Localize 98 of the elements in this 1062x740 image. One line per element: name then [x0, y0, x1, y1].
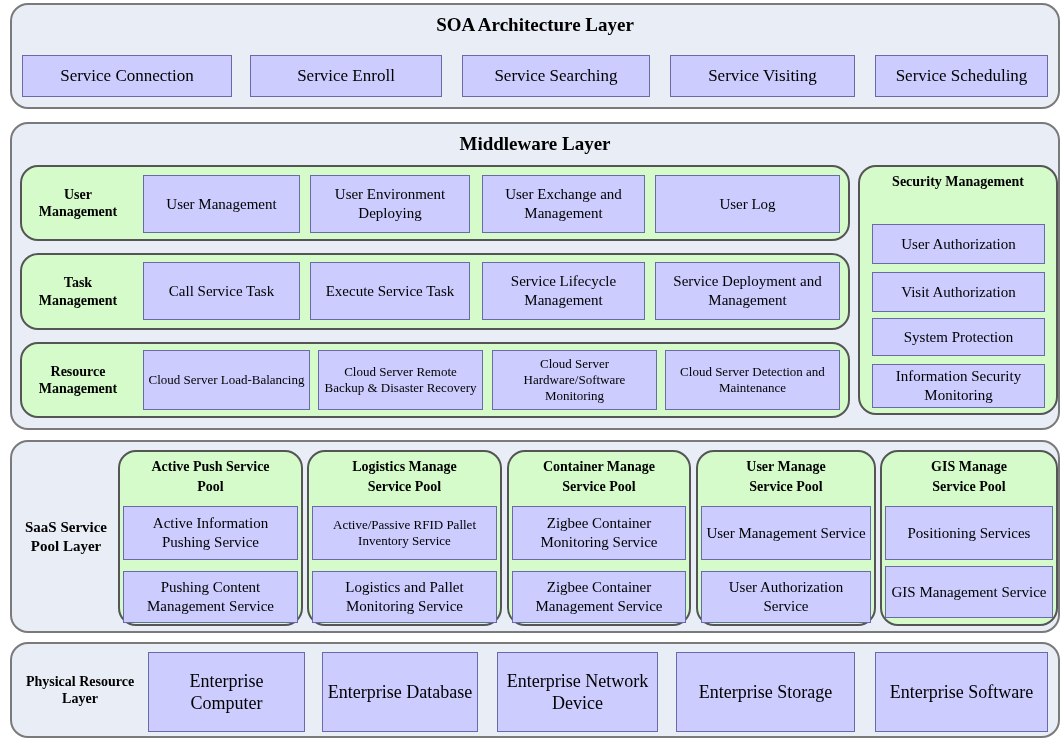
service-label: Enterprise Database — [327, 680, 473, 704]
service-box — [875, 55, 1048, 97]
service-box — [665, 350, 840, 410]
service-label: Service Scheduling — [895, 65, 1028, 87]
service-box — [312, 506, 497, 560]
service-label: Cloud Server Detection and Maintenance — [679, 363, 826, 397]
service-label: Active/Passive RFID Pallet Inventory Service — [332, 516, 477, 550]
layer-title: Physical Resource Layer — [24, 672, 136, 708]
service-label: System Protection — [903, 327, 1014, 347]
service-label: Pushing Content Management Service — [146, 578, 275, 616]
service-label: Zigbee Container Management Service — [534, 578, 664, 616]
group-title: Task Management — [37, 274, 119, 309]
layer-title: SOA Architecture Layer — [436, 14, 634, 35]
group-title: Logistics Manage Service Pool — [352, 459, 457, 494]
service-label: Call Service Task — [168, 281, 275, 301]
service-box — [655, 262, 840, 320]
service-box — [143, 262, 300, 320]
group-title: Resource Management — [37, 362, 119, 398]
service-box — [872, 318, 1045, 356]
service-box — [322, 652, 478, 732]
service-box — [655, 175, 840, 233]
service-label: Enterprise Software — [889, 680, 1034, 704]
service-box — [250, 55, 442, 97]
service-label: Zigbee Container Monitoring Service — [539, 514, 659, 552]
service-box — [701, 506, 871, 560]
service-box — [872, 224, 1045, 264]
service-box — [148, 652, 305, 732]
group-title: Container Manage Service Pool — [542, 459, 656, 494]
service-label: Execute Service Task — [325, 281, 455, 301]
group-panel — [880, 450, 1058, 626]
layer-title: Middleware Layer — [459, 133, 611, 154]
service-box — [497, 652, 658, 732]
service-box — [885, 566, 1053, 618]
service-box — [310, 175, 470, 233]
layer-panel — [10, 440, 1060, 633]
service-box — [123, 506, 298, 560]
service-box — [22, 55, 232, 97]
service-label: Service Connection — [60, 65, 194, 87]
service-label: Information Security Monitoring — [894, 367, 1023, 405]
group-title: Active Push Service Pool — [151, 459, 270, 494]
group-panel — [696, 450, 876, 626]
service-label: User Authorization — [901, 234, 1016, 254]
group-panel — [20, 253, 850, 330]
service-label: Cloud Server Load-Balancing — [148, 371, 305, 389]
service-label: Enterprise Network Device — [505, 669, 650, 715]
group-panel — [118, 450, 303, 626]
group-title: User Manage Service Pool — [746, 459, 826, 494]
service-label: Service Searching — [494, 65, 618, 87]
service-label: Cloud Server Hardware/Software Monitoring — [522, 355, 627, 405]
layer-panel — [10, 642, 1060, 738]
service-label: User Management — [166, 194, 277, 214]
service-box — [492, 350, 657, 410]
service-box — [872, 272, 1045, 312]
service-box — [872, 364, 1045, 408]
service-label: Cloud Server Remote Backup & Disaster Recovery — [323, 363, 478, 397]
service-box — [318, 350, 483, 410]
service-box — [123, 571, 298, 623]
service-box — [701, 571, 871, 623]
service-box — [512, 571, 686, 623]
service-label: Service Enroll — [297, 65, 395, 87]
service-label: Positioning Services — [907, 523, 1031, 543]
service-box — [310, 262, 470, 320]
service-label: User Log — [719, 194, 776, 214]
service-label: User Environment Deploying — [333, 185, 447, 223]
service-label: Enterprise Computer — [188, 669, 265, 715]
group-panel — [507, 450, 691, 626]
group-panel — [858, 165, 1058, 415]
layer-panel — [10, 3, 1060, 109]
group-panel — [20, 165, 850, 241]
service-box — [143, 175, 300, 233]
service-label: Service Deployment and Management — [672, 272, 823, 310]
service-box — [885, 506, 1053, 560]
service-label: Visit Authorization — [901, 282, 1016, 302]
service-label: User Exchange and Management — [504, 185, 623, 223]
group-title: GIS Manage Service Pool — [931, 459, 1007, 494]
service-box — [512, 506, 686, 560]
service-label: Logistics and Pallet Monitoring Service — [344, 578, 465, 616]
service-box — [312, 571, 497, 623]
service-box — [676, 652, 855, 732]
service-box — [482, 262, 645, 320]
service-label: GIS Management Service — [891, 582, 1047, 602]
service-label: User Management Service — [706, 523, 866, 543]
service-box — [143, 350, 310, 410]
group-title: User Management — [37, 185, 119, 221]
service-box — [482, 175, 645, 233]
group-panel — [20, 342, 850, 418]
layer-title: SaaS Service Pool Layer — [23, 517, 109, 556]
service-box — [462, 55, 650, 97]
service-box — [875, 652, 1048, 732]
service-label: Active Information Pushing Service — [151, 514, 270, 552]
group-title: Security Management — [892, 174, 1024, 189]
group-panel — [307, 450, 502, 626]
service-label: Service Visiting — [708, 65, 817, 87]
service-label: Enterprise Storage — [698, 680, 833, 704]
service-label: User Authorization Service — [727, 578, 845, 616]
service-box — [670, 55, 855, 97]
layer-panel — [10, 122, 1060, 430]
service-label: Service Lifecycle Management — [509, 272, 618, 310]
